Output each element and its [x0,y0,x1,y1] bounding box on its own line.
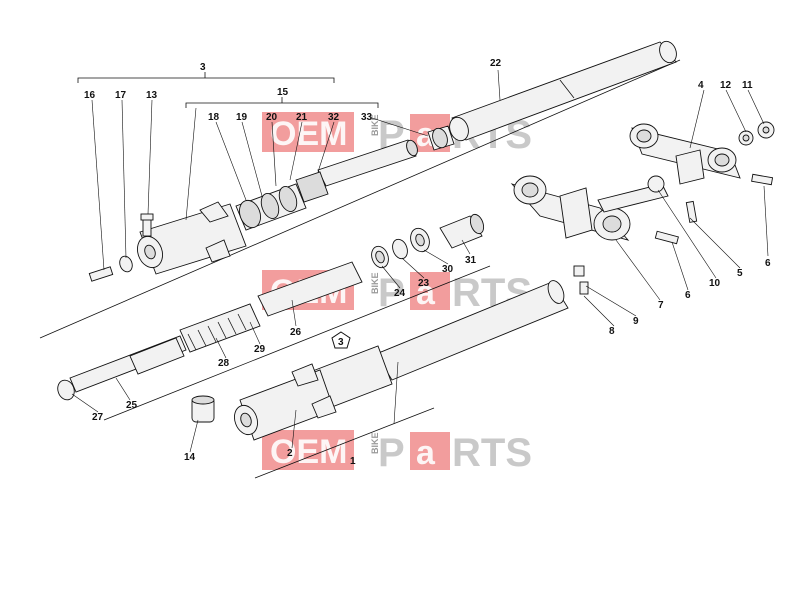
svg-text:BIKE: BIKE [370,114,380,136]
label-30: 30 [442,264,454,275]
svg-text:3: 3 [338,337,344,348]
label-9: 9 [633,316,639,327]
svg-text:BIKE: BIKE [370,432,380,454]
svg-text:a: a [416,434,436,472]
rings-middle [371,227,430,269]
label-15: 15 [277,87,289,98]
svg-text:BIKE: BIKE [370,272,380,294]
upper-triple-clamp-4 [629,123,741,185]
label-6b: 6 [765,258,771,269]
fork-tube-upper-22 [449,40,677,142]
label-8: 8 [609,326,615,337]
label-32: 32 [328,112,340,123]
label-24: 24 [394,288,406,299]
label-21: 21 [296,112,308,123]
leader-lines [71,69,769,453]
fork-slider-lower [191,280,569,441]
label-3: 3 [200,62,206,73]
damper-cartridge-upper [235,125,455,231]
hardware-left [88,213,154,282]
label-5: 5 [737,268,743,279]
label-26: 26 [290,327,302,338]
damper-rod-middle [57,261,363,401]
label-1: 1 [350,456,356,467]
label-10: 10 [709,278,721,289]
svg-text:OEM: OEM [270,115,347,153]
label-25: 25 [126,400,138,411]
label-2: 2 [287,448,293,459]
label-22: 22 [490,58,502,69]
label-20: 20 [266,112,278,123]
fork-foot-upper [137,201,247,275]
label-19: 19 [236,112,248,123]
label-33: 33 [361,112,373,123]
label-7: 7 [658,300,664,311]
part-number-labels: 3 15 16 17 13 18 19 20 21 32 33 22 4 12 … [84,58,771,467]
label-13: 13 [146,90,158,101]
label-4: 4 [698,80,704,91]
hardware-right [573,121,775,295]
label-16: 16 [84,90,96,101]
label-6a: 6 [685,290,691,301]
label-28: 28 [218,358,230,369]
svg-text:RTS: RTS [452,431,532,475]
label-31: 31 [465,255,477,266]
reference-pentagon-3: 3 [331,331,351,349]
label-14: 14 [184,452,196,463]
label-18: 18 [208,112,220,123]
svg-text:a: a [416,116,436,154]
label-11: 11 [742,80,753,91]
label-17: 17 [115,90,127,101]
svg-text:OEM: OEM [270,433,347,471]
label-23: 23 [418,278,430,289]
svg-text:a: a [416,274,436,312]
watermark-bottom: OEM BIKE P a RTS [262,430,532,475]
svg-text:P: P [378,271,405,315]
label-27: 27 [92,412,104,423]
group-brackets [39,59,681,479]
label-29: 29 [254,344,266,355]
label-12: 12 [720,80,732,91]
svg-text:P: P [378,431,405,475]
fork-cap-31 [439,213,485,249]
lower-triple-clamp-7 [510,175,669,241]
